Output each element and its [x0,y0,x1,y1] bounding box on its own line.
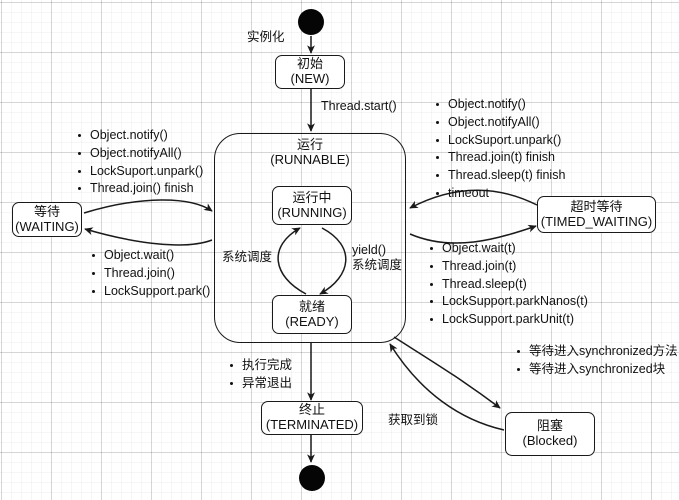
edge-runnable-to-waiting [84,227,213,246]
bullets-timed-to-runnable: Object.notify() Object.notifyAll() LockS… [434,96,565,203]
state-waiting-label-cn: 等待 [33,203,60,219]
list-item: LockSuport.unpark() [434,132,565,150]
list-item: Object.notifyAll() [434,114,565,132]
list-item: Object.wait() [90,247,210,265]
edge-label-yield-line1: yield() [352,243,387,257]
bullets-runnable-to-timed: Object.wait(t) Thread.join(t) Thread.sle… [428,240,588,329]
edge-label-yield-line2: 系统调度 [352,257,403,272]
state-waiting-label-en: (WAITING) [15,218,79,234]
list-item: Thread.join() finish [76,180,203,198]
list-item: Object.notify() [76,127,203,145]
bullets-runnable-to-waiting: Object.wait() Thread.join() LockSupport.… [90,247,210,300]
state-ready-label-cn: 就绪 [298,298,325,314]
state-terminated-label-cn: 终止 [298,402,325,418]
state-waiting[interactable]: 等待 (WAITING) [12,202,82,237]
list-item: Thread.join() [90,265,210,283]
list-item: 等待进入synchronized块 [515,361,678,379]
state-blocked-label-cn: 阻塞 [536,418,563,434]
edge-label-thread-start: Thread.start() [321,99,397,113]
state-running-label-cn: 运行中 [292,189,332,205]
list-item: LockSupport.parkNanos(t) [428,293,588,311]
state-blocked-label-en: (Blocked) [522,433,578,448]
edge-waiting-to-runnable [83,199,213,214]
list-item: Thread.join(t) [428,258,588,276]
state-timed-waiting-label-cn: 超时等待 [570,198,623,214]
state-new-label-en: (NEW) [290,71,330,86]
list-item: Thread.join(t) finish [434,149,565,167]
state-runnable-group[interactable] [214,133,406,343]
bullets-runnable-to-terminated: 执行完成 异常退出 [228,357,292,393]
state-terminated-label-en: (TERMINATED) [265,417,359,432]
list-item: 等待进入synchronized方法 [515,343,678,361]
state-runnable-label-cn: 运行 [296,137,323,152]
state-timed-waiting[interactable]: 超时等待 (TIMED_WAITING) [537,196,656,233]
list-item: LockSupport.park() [90,283,210,301]
state-timed-waiting-label-en: (TIMED_WAITING) [540,213,653,229]
list-item: Object.wait(t) [428,240,588,258]
list-item: LockSuport.unpark() [76,163,203,181]
bullets-runnable-to-blocked: 等待进入synchronized方法 等待进入synchronized块 [515,343,678,379]
list-item: Object.notify() [434,96,565,114]
state-new[interactable]: 初始 (NEW) [275,55,345,89]
list-item: timeout [434,185,565,203]
list-item: 执行完成 [228,357,292,375]
list-item: Thread.sleep(t) finish [434,167,565,185]
state-running[interactable]: 运行中 (RUNNING) [272,186,352,225]
state-new-label-cn: 初始 [296,56,323,72]
state-runnable-title: 运行 (RUNNABLE) [214,137,406,168]
edge-label-sys-schedule-left: 系统调度 [222,250,273,264]
state-ready[interactable]: 就绪 (READY) [272,295,352,334]
list-item: LockSupport.parkUnit(t) [428,311,588,329]
list-item: Object.notifyAll() [76,145,203,163]
state-running-label-en: (RUNNING) [277,204,347,220]
edge-label-yield: yield() 系统调度 [352,243,402,273]
state-terminated[interactable]: 终止 (TERMINATED) [261,401,363,435]
state-runnable-label-en: (RUNNABLE) [270,151,350,167]
end-node [299,465,325,491]
start-node [298,9,324,35]
list-item: 异常退出 [228,375,292,393]
state-ready-label-en: (READY) [285,313,339,329]
edge-label-instantiate: 实例化 [247,30,285,44]
state-blocked[interactable]: 阻塞 (Blocked) [505,412,595,456]
bullets-waiting-to-runnable: Object.notify() Object.notifyAll() LockS… [76,127,203,198]
edge-label-acquire-lock: 获取到锁 [388,413,439,427]
edge-runnable-to-blocked [393,336,501,409]
list-item: Thread.sleep(t) [428,276,588,294]
